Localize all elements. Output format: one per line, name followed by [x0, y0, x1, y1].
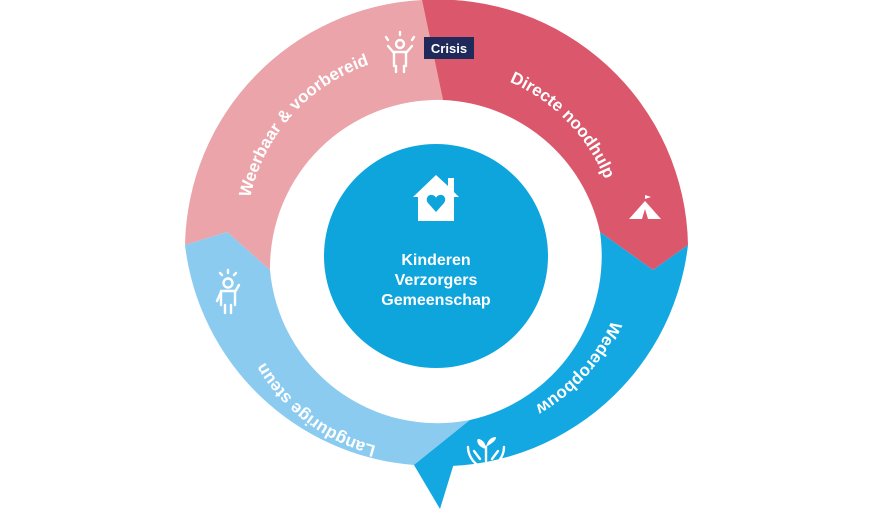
center-circle	[324, 144, 548, 368]
house-heart-icon	[413, 175, 459, 221]
segment-langdurige-steun	[185, 232, 470, 465]
center-line-1: Kinderen	[401, 252, 470, 269]
person-idea-icon	[215, 268, 241, 315]
person-sparkle-icon	[384, 30, 416, 74]
hands-sprout-icon	[466, 437, 506, 469]
center-line-3: Gemeenschap	[381, 292, 491, 309]
segment-directe-noodhulp	[422, 0, 688, 270]
crisis-badge	[424, 37, 474, 59]
segment-weerbaar	[185, 0, 443, 270]
segment-wederopbouw	[414, 232, 688, 467]
tent-icon	[629, 195, 661, 219]
crisis-label: Crisis	[431, 41, 467, 56]
center-line-2: Verzorgers	[395, 272, 478, 289]
arrow-notch-bottom	[414, 420, 470, 509]
